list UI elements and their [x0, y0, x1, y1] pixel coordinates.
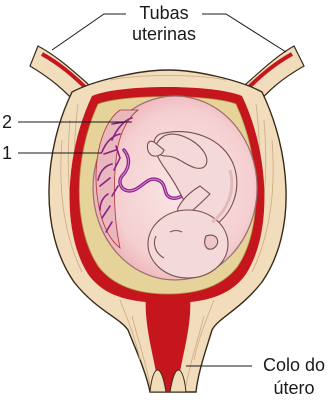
leader-tubas-right: [202, 14, 286, 52]
colo-label-line1: Colo do: [254, 355, 334, 375]
tubas-label-line1: Tubas: [128, 3, 200, 23]
tubas-label-line2: uterinas: [118, 24, 210, 44]
fetus-ear: [205, 235, 218, 249]
marker-2-label: 2: [2, 112, 12, 132]
leader-tubas-left: [52, 14, 126, 50]
marker-1-label: 1: [2, 143, 12, 163]
colo-label-line2: útero: [254, 378, 334, 398]
